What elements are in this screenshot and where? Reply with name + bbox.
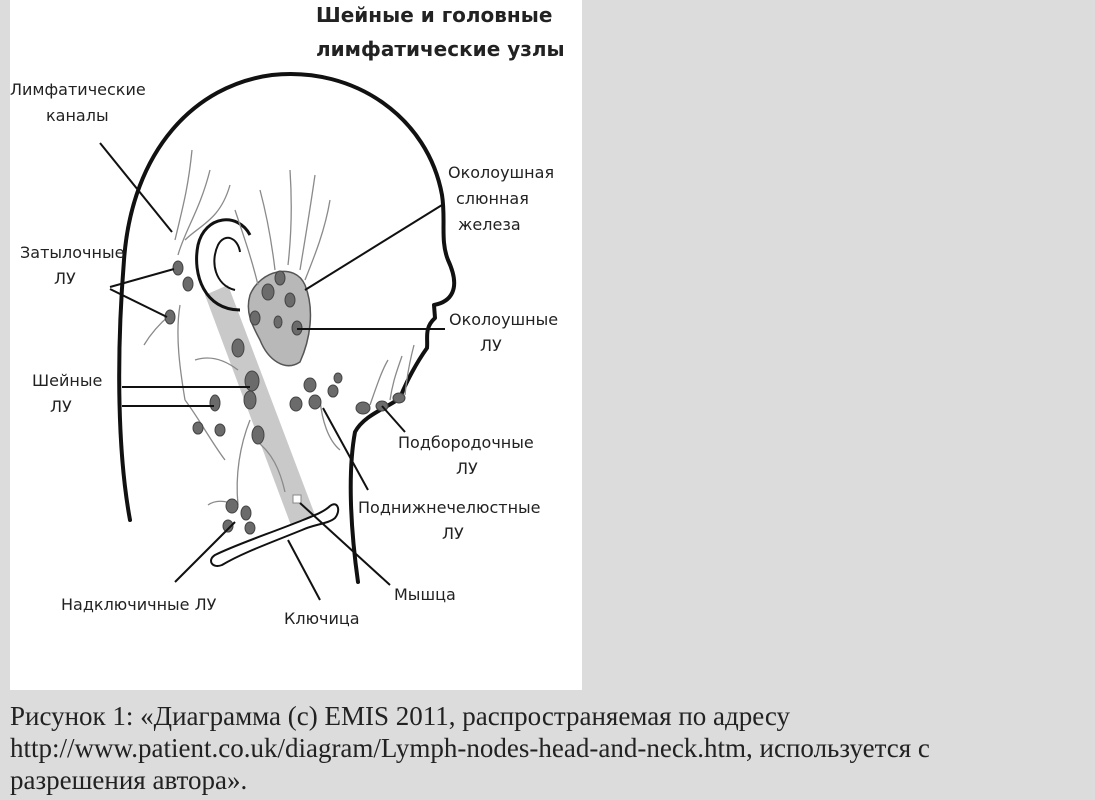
node-cervical-4 [251, 425, 265, 445]
label-parotid-gland-3: железа [458, 215, 521, 234]
node-submental-1 [355, 401, 371, 415]
node-parotid-5 [249, 310, 261, 326]
title-line-1: Шейные и головные [316, 3, 552, 27]
title-line-2: лимфатические узлы [316, 37, 565, 61]
node-cervical-5 [209, 394, 221, 412]
lymph-nodes [164, 260, 406, 535]
node-cervical-6 [192, 421, 204, 435]
node-occipital-1 [172, 260, 184, 276]
ear [195, 218, 252, 312]
label-supraclavicular: Надключичные ЛУ [61, 595, 217, 614]
node-submandibular-1 [303, 377, 317, 393]
label-muscle: Мышца [394, 585, 456, 604]
node-submental-3 [392, 392, 406, 404]
label-submental-1: Подбородочные [398, 433, 534, 452]
label-submandibular-1: Поднижнечелюстные [358, 498, 541, 517]
clavicle-bone [210, 503, 340, 567]
caption-line-1: Рисунок 1: «Диаграмма (с) EMIS 2011, рас… [10, 701, 791, 731]
diagram-panel: Шейные и головные лимфатические узлы [10, 0, 582, 690]
node-submandibular-4 [327, 384, 339, 398]
label-cervical-2: ЛУ [50, 397, 72, 416]
node-cervical-7 [214, 423, 226, 437]
node-parotid-1 [261, 283, 275, 301]
label-lymph-channels-1: Лимфатические [10, 80, 146, 99]
label-clavicle: Ключица [284, 609, 360, 628]
pointer-lines [99, 142, 445, 601]
label-parotid-gland-2: слюнная [456, 189, 529, 208]
caption-line-3: разрешения автора». [10, 765, 248, 795]
caption-line-2: http://www.patient.co.uk/diagram/Lymph-n… [10, 733, 930, 763]
muscle-marker [292, 494, 302, 504]
node-cervical-1 [231, 338, 245, 358]
node-submandibular-2 [289, 396, 303, 412]
node-parotid-3 [284, 292, 296, 308]
node-parotid-6 [273, 315, 283, 329]
node-cervical-3 [243, 390, 257, 410]
label-parotid-gland-1: Околоушная [448, 163, 554, 182]
node-supraclavicular-4 [244, 521, 256, 535]
label-submental-2: ЛУ [456, 459, 478, 478]
node-occipital-2 [182, 276, 194, 292]
label-submandibular-2: ЛУ [442, 524, 464, 543]
node-supraclavicular-1 [225, 498, 239, 514]
node-submandibular-3 [308, 394, 322, 410]
label-occipital-1: Затылочные [20, 243, 124, 262]
node-supraclavicular-3 [222, 519, 234, 533]
label-lymph-channels-2: каналы [46, 106, 109, 125]
label-parotid-nodes-2: ЛУ [480, 336, 502, 355]
label-parotid-nodes-1: Околоушные [449, 310, 558, 329]
figure-caption: Рисунок 1: «Диаграмма (с) EMIS 2011, рас… [10, 700, 1090, 796]
ear-inner [213, 236, 241, 291]
label-cervical-1: Шейные [32, 371, 102, 390]
node-parotid-2 [274, 270, 286, 286]
node-supraclavicular-2 [240, 505, 252, 521]
label-occipital-2: ЛУ [54, 269, 76, 288]
lymph-nodes-diagram: Шейные и головные лимфатические узлы [10, 3, 565, 628]
node-submandibular-5 [333, 372, 343, 384]
